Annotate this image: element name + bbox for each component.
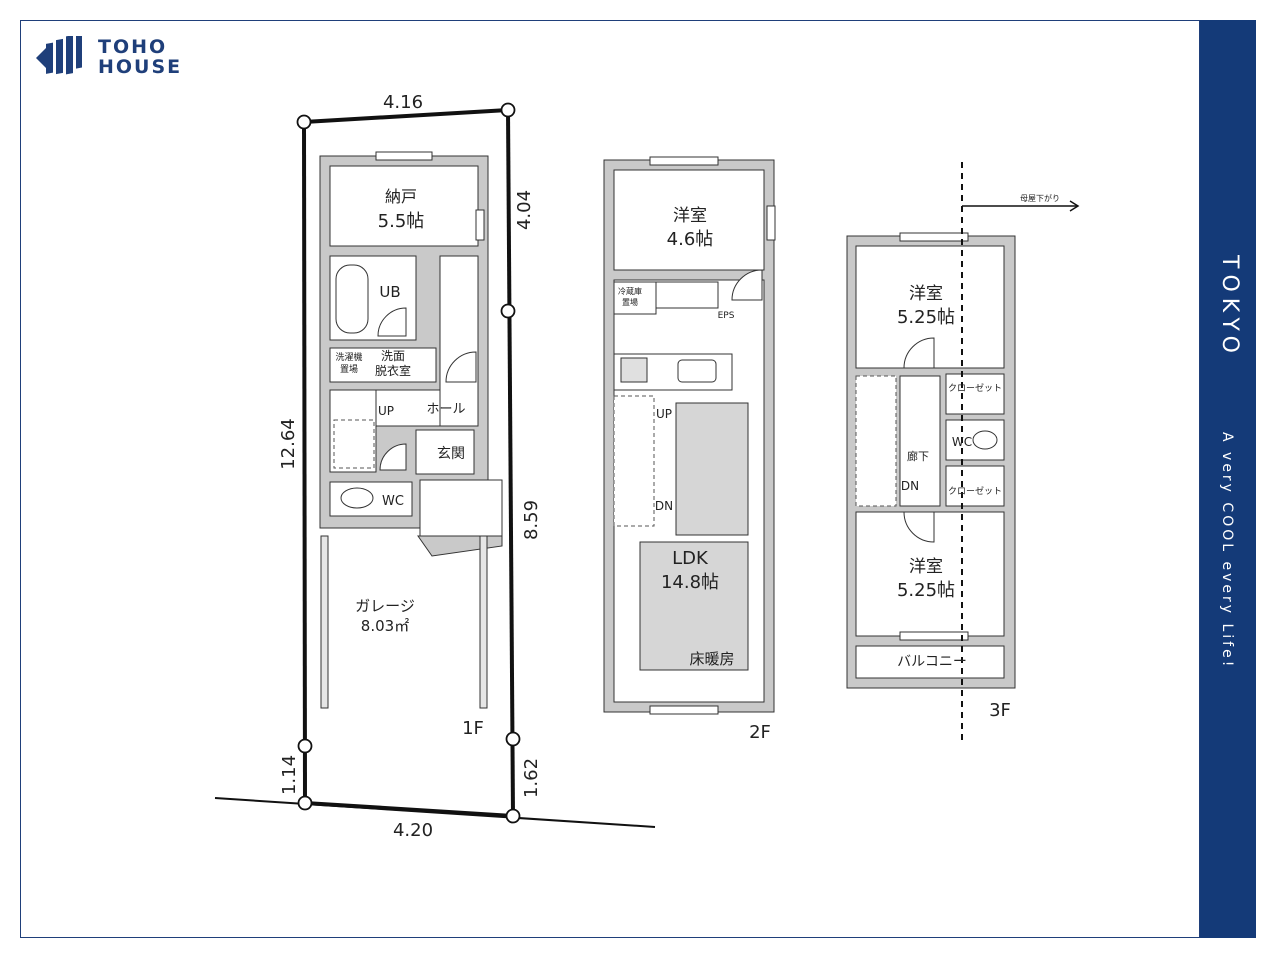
- f1-storage-label: 納戸: [385, 187, 417, 206]
- f1-garage-size: 8.03㎡: [361, 617, 409, 635]
- f1-washroom-label: 洗面: [381, 349, 405, 363]
- floor1-label: 1F: [462, 718, 484, 739]
- dim-right-middle: 8.59: [521, 500, 542, 540]
- site-corner-marker: [297, 795, 313, 811]
- site-corner-marker: [505, 808, 521, 824]
- f1-up-label: UP: [378, 404, 394, 418]
- floor3-walls: [846, 162, 1080, 742]
- f3-wc-label: WC: [952, 435, 972, 449]
- brand-mark-icon: [36, 33, 82, 75]
- site-corner-marker: [500, 303, 516, 319]
- f1-bath-label: UB: [379, 283, 400, 301]
- f2-room-label: 洋室: [673, 206, 707, 226]
- f2-ldk-size: 14.8帖: [661, 572, 719, 593]
- site-corner-marker: [500, 102, 516, 118]
- sidebar-slogan: A very COOL every Life!: [1219, 432, 1235, 670]
- sidebar-city: TOKYO: [1217, 255, 1242, 359]
- site-corner-marker: [297, 738, 313, 754]
- site-corner-markers: [296, 102, 521, 824]
- floor1-walls: [319, 151, 503, 709]
- floor3-label: 3F: [989, 700, 1011, 721]
- dim-right-upper: 4.04: [514, 190, 535, 230]
- f3-room-b-label: 洋室: [909, 557, 943, 577]
- sidebar-band: [1200, 20, 1256, 938]
- f2-ldk-label: LDK: [672, 548, 709, 569]
- f3-closet-top-label: クローゼット: [948, 382, 1002, 394]
- f1-laundry-label: 洗濯機: [335, 351, 362, 363]
- f1-hall-label: ホール: [426, 402, 465, 417]
- brand-name-line2: HOUSE: [98, 56, 183, 78]
- floor-plan-drawing: 4.16 4.20 12.64 1.14 4.04 8.59 1.62 納戸 5…: [214, 92, 1080, 841]
- f1-garage-label: ガレージ: [355, 597, 415, 615]
- site-corner-marker: [505, 731, 521, 747]
- brand-logo: TOHO HOUSE: [34, 33, 194, 84]
- dim-left-length: 12.64: [278, 418, 299, 470]
- f2-up-label: UP: [656, 407, 672, 421]
- brand-name-line1: TOHO: [98, 36, 168, 58]
- f3-room-b-size: 5.25帖: [897, 580, 955, 601]
- f3-dn-label: DN: [901, 479, 919, 493]
- f2-room-size: 4.6帖: [667, 229, 714, 250]
- f3-balcony-label: バルコニー: [897, 654, 967, 670]
- dim-top-width: 4.16: [383, 92, 423, 113]
- f1-laundry-label-2: 置場: [340, 363, 358, 375]
- floor2-walls: [603, 156, 776, 715]
- f2-dn-label: DN: [655, 499, 673, 513]
- f2-fridge-label: 冷蔵庫: [618, 286, 642, 296]
- f3-room-a-size: 5.25帖: [897, 307, 955, 328]
- floor2-label: 2F: [749, 722, 771, 743]
- f1-washroom-label-2: 脱衣室: [375, 363, 411, 378]
- f3-corridor-label: 廊下: [907, 449, 929, 463]
- site-boundary: [214, 108, 656, 828]
- f1-entrance-label: 玄関: [437, 445, 465, 462]
- f1-storage-size: 5.5帖: [378, 211, 425, 232]
- site-corner-marker: [296, 114, 312, 130]
- f3-closet-bottom-label: クローゼット: [948, 485, 1002, 497]
- dim-right-short: 1.62: [521, 758, 542, 798]
- f2-floor-heating-label: 床暖房: [689, 650, 734, 668]
- f3-room-a-label: 洋室: [909, 284, 943, 304]
- f1-wc-label: WC: [382, 494, 404, 509]
- dim-bottom-width: 4.20: [393, 820, 433, 841]
- f3-roof-note: 母屋下がり: [1020, 193, 1060, 203]
- f2-eps-label: EPS: [718, 311, 735, 321]
- dim-left-short: 1.14: [279, 755, 300, 795]
- f2-fridge-label-2: 置場: [622, 297, 638, 307]
